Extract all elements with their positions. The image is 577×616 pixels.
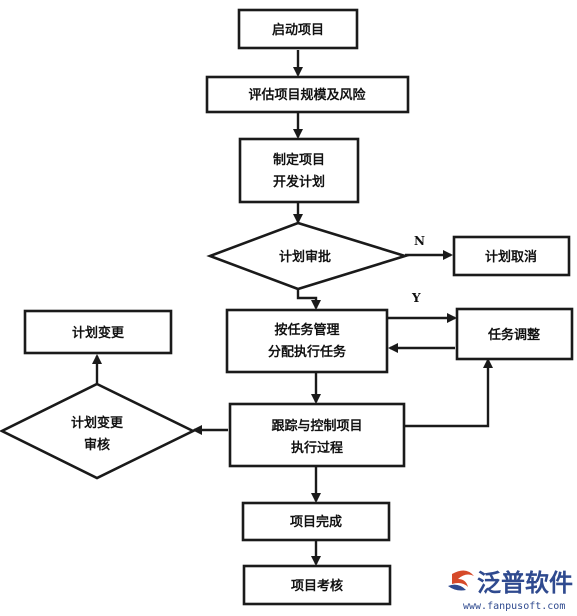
node-track-control-label-2: 执行过程 [291, 440, 343, 456]
node-assign-tasks: 按任务管理 分配执行任务 [225, 308, 389, 374]
node-plan-change-review: 计划变更 审核 [0, 382, 196, 480]
node-plan-change-review-label-2: 审核 [84, 437, 110, 453]
node-start-project-label: 启动项目 [272, 22, 324, 38]
edge-label-no: N [414, 234, 425, 248]
node-plan-cancel: 计划取消 [452, 235, 571, 277]
node-project-complete-label: 项目完成 [290, 514, 342, 530]
node-project-assessment: 项目考核 [242, 564, 392, 606]
arrow-approve-to-assign [296, 289, 321, 310]
watermark-brand: 泛普软件 [477, 569, 573, 597]
node-track-control-label-1: 跟踪与控制项目 [271, 418, 362, 434]
fanpu-logo-icon [448, 570, 474, 591]
node-assign-tasks-label-2: 分配执行任务 [268, 344, 347, 360]
node-plan-change: 计划变更 [23, 309, 173, 355]
node-assess-scale-risk-label: 评估项目规模及风险 [248, 87, 366, 103]
node-task-adjust: 任务调整 [455, 307, 574, 361]
node-project-assessment-label: 项目考核 [291, 578, 343, 594]
node-plan-approval-label: 计划审批 [279, 249, 331, 265]
watermark-url: www.fanpusoft.com [463, 601, 565, 612]
node-start-project: 启动项目 [237, 8, 359, 50]
edge-label-yes: Y [411, 291, 421, 305]
arrow-track-to-adjust [404, 358, 493, 428]
node-assign-tasks-label-1: 按任务管理 [274, 322, 339, 338]
node-task-adjust-label: 任务调整 [487, 327, 541, 343]
node-make-dev-plan: 制定项目 开发计划 [238, 137, 360, 204]
node-make-dev-plan-label-2: 开发计划 [273, 174, 325, 190]
node-make-dev-plan-label-1: 制定项目 [273, 152, 325, 168]
node-assess-scale-risk: 评估项目规模及风险 [205, 75, 410, 114]
node-project-complete: 项目完成 [241, 501, 391, 542]
watermark: 泛普软件 www.fanpusoft.com [448, 569, 573, 612]
connectors [92, 50, 493, 566]
node-plan-cancel-label: 计划取消 [485, 249, 537, 265]
node-plan-approval: 计划审批 [206, 221, 410, 291]
node-track-control: 跟踪与控制项目 执行过程 [228, 402, 406, 468]
node-plan-change-review-label-1: 计划变更 [71, 415, 124, 431]
node-plan-change-label: 计划变更 [72, 325, 125, 341]
